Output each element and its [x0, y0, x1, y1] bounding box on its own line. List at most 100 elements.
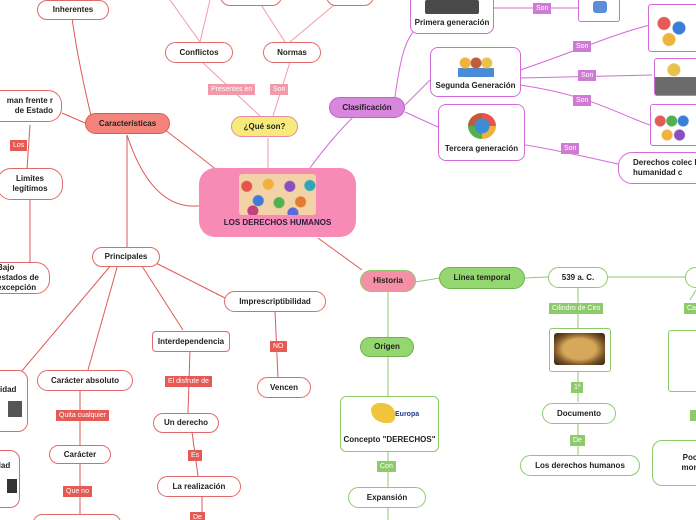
- linea-temporal-label: Línea temporal: [453, 273, 511, 282]
- es-label: Es: [188, 450, 203, 461]
- primera-label: Primera generación: [414, 18, 490, 27]
- son-segunda-2-label: Son: [578, 70, 597, 81]
- europe-map-image: [371, 403, 395, 423]
- segunda-image: [457, 57, 494, 77]
- conflictos-label: Conflictos: [179, 47, 219, 57]
- concepto-label: Concepto "DERECHOS": [343, 435, 436, 444]
- imprescriptibilidad-node[interactable]: Imprescriptibilidad: [224, 291, 326, 312]
- caracter-node[interactable]: Carácter: [49, 445, 111, 464]
- no-label: NO: [270, 341, 287, 352]
- right-edge-box: [668, 330, 696, 392]
- top-hidden-node-right[interactable]: [326, 0, 374, 6]
- gear-icon: [593, 1, 607, 13]
- segunda-image-3: [650, 104, 696, 146]
- origen-node[interactable]: Origen: [360, 337, 414, 357]
- segunda-generacion-node[interactable]: Segunda Generación: [430, 47, 521, 97]
- un-derecho-node[interactable]: Un derecho: [153, 413, 219, 433]
- right-edge-small-label: [690, 410, 696, 421]
- bajo-estados-label: Bajo estados de excepción: [0, 263, 39, 292]
- inherentes-node[interactable]: Inherentes: [37, 0, 109, 20]
- son-segunda-3-label: Son: [573, 95, 592, 106]
- normas-node[interactable]: Normas: [263, 42, 321, 63]
- de-doc-label: De: [570, 435, 585, 446]
- conflictos-node[interactable]: Conflictos: [165, 42, 233, 63]
- expansion-node[interactable]: Expansión: [348, 487, 426, 508]
- normas-label: Normas: [277, 47, 307, 57]
- principales-label: Principales: [104, 252, 148, 261]
- segunda-image-1: [648, 4, 696, 52]
- primera-generacion-node[interactable]: Primera generación: [410, 0, 494, 34]
- bajo-estados-node[interactable]: Bajo estados de excepción: [0, 262, 50, 294]
- idad-label: idad: [0, 461, 11, 470]
- 539-node[interactable]: 539 a. C.: [548, 267, 608, 288]
- presentes-en-label: Presentes en: [208, 84, 256, 95]
- po-mon-label: Poc mon: [681, 453, 696, 472]
- primera-right-image: [578, 0, 620, 22]
- ca-right-label: Ca: [684, 303, 696, 314]
- segunda-label: Segunda Generación: [435, 81, 516, 90]
- crowd-image: [239, 174, 316, 215]
- vencen-label: Vencen: [269, 382, 298, 392]
- tercera-label: Tercera generación: [444, 144, 519, 153]
- documento-node[interactable]: Documento: [542, 403, 616, 424]
- cilindro-image: [554, 333, 605, 365]
- tercera-generacion-node[interactable]: Tercera generación: [438, 104, 525, 161]
- derechos-colectivos-label: Derechos colec la humanidad c: [633, 158, 696, 177]
- caracter-absoluto-node[interactable]: Carácter absoluto: [37, 370, 133, 391]
- los-derechos-humanos-label: Los derechos humanos: [535, 460, 625, 470]
- historia-node[interactable]: Historia: [360, 270, 416, 292]
- 539-label: 539 a. C.: [561, 272, 595, 282]
- segunda-image-2: [654, 58, 696, 96]
- cilindro-image-box: [549, 328, 611, 372]
- central-title: LOS DERECHOS HUMANOS: [223, 218, 332, 227]
- interdependencia-label: Interdependencia: [157, 336, 225, 346]
- derechos-colectivos-node[interactable]: Derechos colec la humanidad c: [618, 152, 696, 184]
- documento-label: Documento: [557, 408, 601, 418]
- caracteristicas-label: Características: [98, 118, 157, 128]
- clasificacion-label: Clasificación: [342, 102, 392, 112]
- interdependencia-node[interactable]: Interdependencia: [152, 331, 230, 352]
- linea-temporal-node[interactable]: Línea temporal: [439, 267, 525, 289]
- idad-node[interactable]: idad: [0, 450, 20, 508]
- cilindro-label: Cilindro de Ciro: [549, 303, 604, 314]
- ilidad-node[interactable]: ilidad: [0, 370, 28, 432]
- que-son-label: ¿Qué son?: [243, 121, 286, 131]
- son-normas-label: Son: [270, 84, 289, 95]
- tercera-image: [467, 113, 496, 139]
- idad-image: [7, 479, 17, 493]
- inherentes-label: Inherentes: [52, 5, 94, 14]
- manfrente-label: man frente r de Estado: [6, 96, 53, 115]
- europa-label: Europa: [395, 411, 420, 418]
- ilidad-label: ilidad: [0, 385, 17, 394]
- un-derecho-label: Un derecho: [163, 418, 208, 427]
- primero-label: 1º: [571, 382, 584, 393]
- bottom-node-left[interactable]: [33, 514, 121, 520]
- clasificacion-node[interactable]: Clasificación: [329, 97, 405, 118]
- de-bottom-label: De: [190, 512, 205, 520]
- historia-label: Historia: [373, 276, 403, 285]
- top-hidden-node-left[interactable]: [220, 0, 282, 6]
- son-segunda-1-label: Son: [573, 41, 592, 52]
- los-connector-label: Los: [10, 140, 28, 151]
- la-realizacion-node[interactable]: La realización: [157, 476, 241, 497]
- central-topic[interactable]: LOS DERECHOS HUMANOS: [199, 168, 356, 237]
- vencen-node[interactable]: Vencen: [257, 377, 311, 398]
- limites-node[interactable]: Limites legítimos: [0, 168, 63, 200]
- imprescriptibilidad-label: Imprescriptibilidad: [239, 296, 311, 306]
- manfrente-node[interactable]: man frente r de Estado: [0, 90, 62, 122]
- quita-cualquier-label: Quita cualquier: [56, 410, 110, 421]
- ilidad-image: [8, 401, 22, 417]
- expansion-label: Expansión: [366, 492, 408, 502]
- son-primera-label: Son: [533, 3, 552, 14]
- principales-node[interactable]: Principales: [92, 247, 160, 267]
- concepto-node[interactable]: Europa Concepto "DERECHOS": [340, 396, 439, 452]
- que-no-label: Que no: [63, 486, 92, 497]
- que-son-node[interactable]: ¿Qué son?: [231, 116, 298, 137]
- los-derechos-humanos-node[interactable]: Los derechos humanos: [520, 455, 640, 476]
- la-realizacion-label: La realización: [172, 481, 226, 491]
- el-disfrute-label: El disfrute de: [165, 376, 212, 387]
- caracteristicas-node[interactable]: Características: [85, 113, 170, 134]
- primera-image: [425, 0, 479, 14]
- po-mon-node[interactable]: Poc mon: [652, 440, 696, 486]
